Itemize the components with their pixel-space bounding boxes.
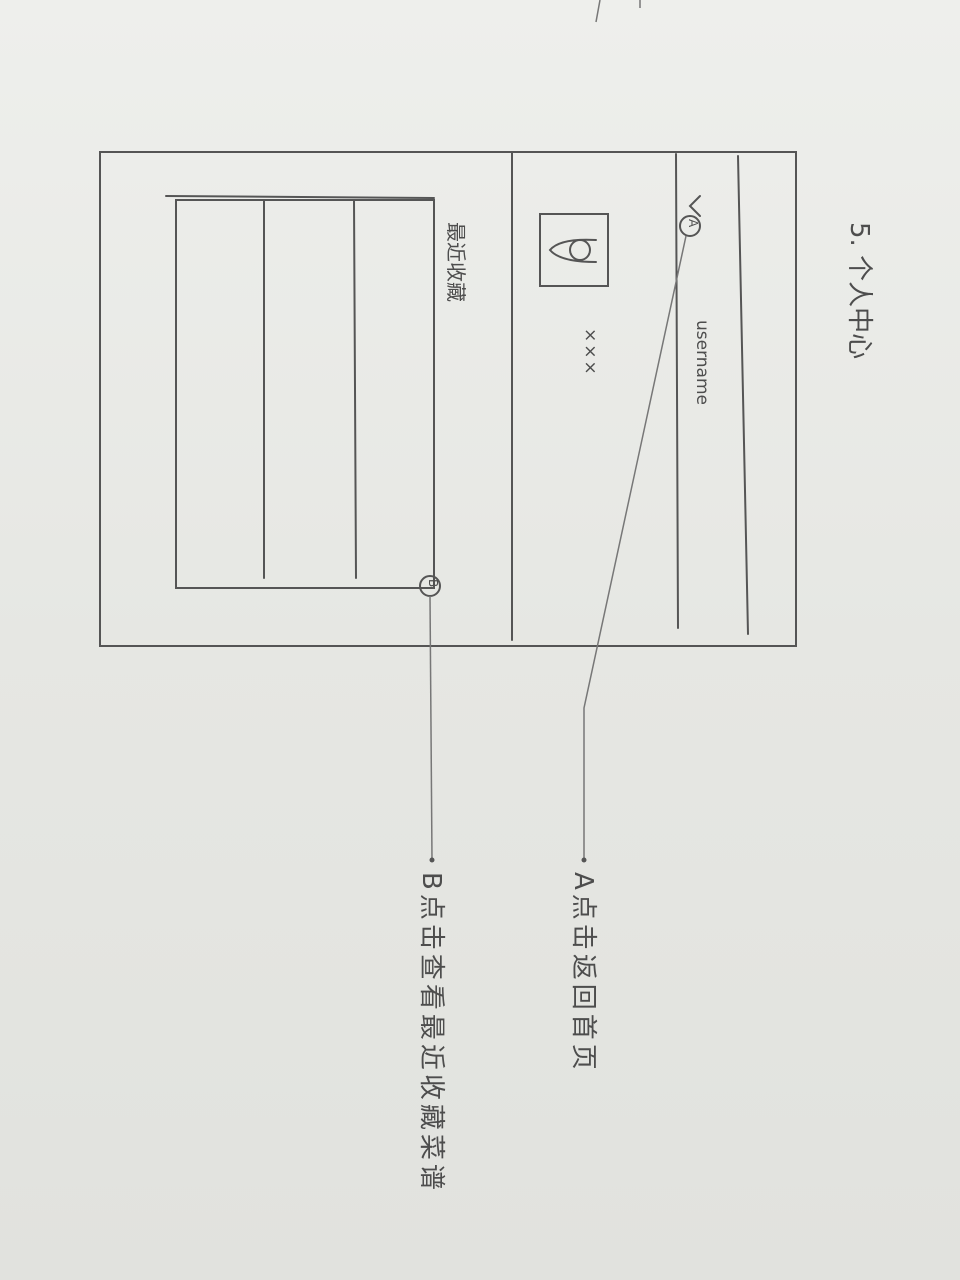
margin-mark bbox=[595, 0, 641, 23]
favorites-list-box bbox=[175, 199, 435, 589]
avatar-frame bbox=[539, 213, 609, 287]
profile-name: ××× bbox=[580, 328, 600, 377]
list-divider-2 bbox=[353, 199, 357, 579]
list-top-edge bbox=[165, 195, 435, 199]
recent-favorites-label: 最近收藏 bbox=[444, 222, 468, 302]
user-icon bbox=[548, 238, 597, 263]
chevron-left-icon bbox=[688, 195, 701, 217]
annotation-b: B点击查看最近收藏菜谱 bbox=[416, 872, 446, 1194]
leader-end-b bbox=[429, 857, 435, 863]
leader-line-b bbox=[429, 595, 433, 861]
recent-favorites-list[interactable] bbox=[165, 195, 435, 589]
marker-a-label: A bbox=[686, 219, 700, 228]
phone-frame bbox=[99, 151, 797, 647]
marker-b-label: B bbox=[426, 579, 440, 588]
avatar bbox=[539, 213, 609, 287]
leader-end-a bbox=[581, 857, 587, 863]
marker-a bbox=[679, 215, 701, 237]
back-button[interactable] bbox=[688, 195, 701, 217]
annotation-a: A点击返回首页 bbox=[568, 872, 598, 1074]
nav-bar-line bbox=[675, 153, 679, 629]
username-label: username bbox=[692, 320, 712, 405]
status-bar-line bbox=[737, 155, 749, 635]
page-title: 5. 个人中心 bbox=[844, 222, 874, 360]
leader-line-a bbox=[583, 235, 687, 860]
